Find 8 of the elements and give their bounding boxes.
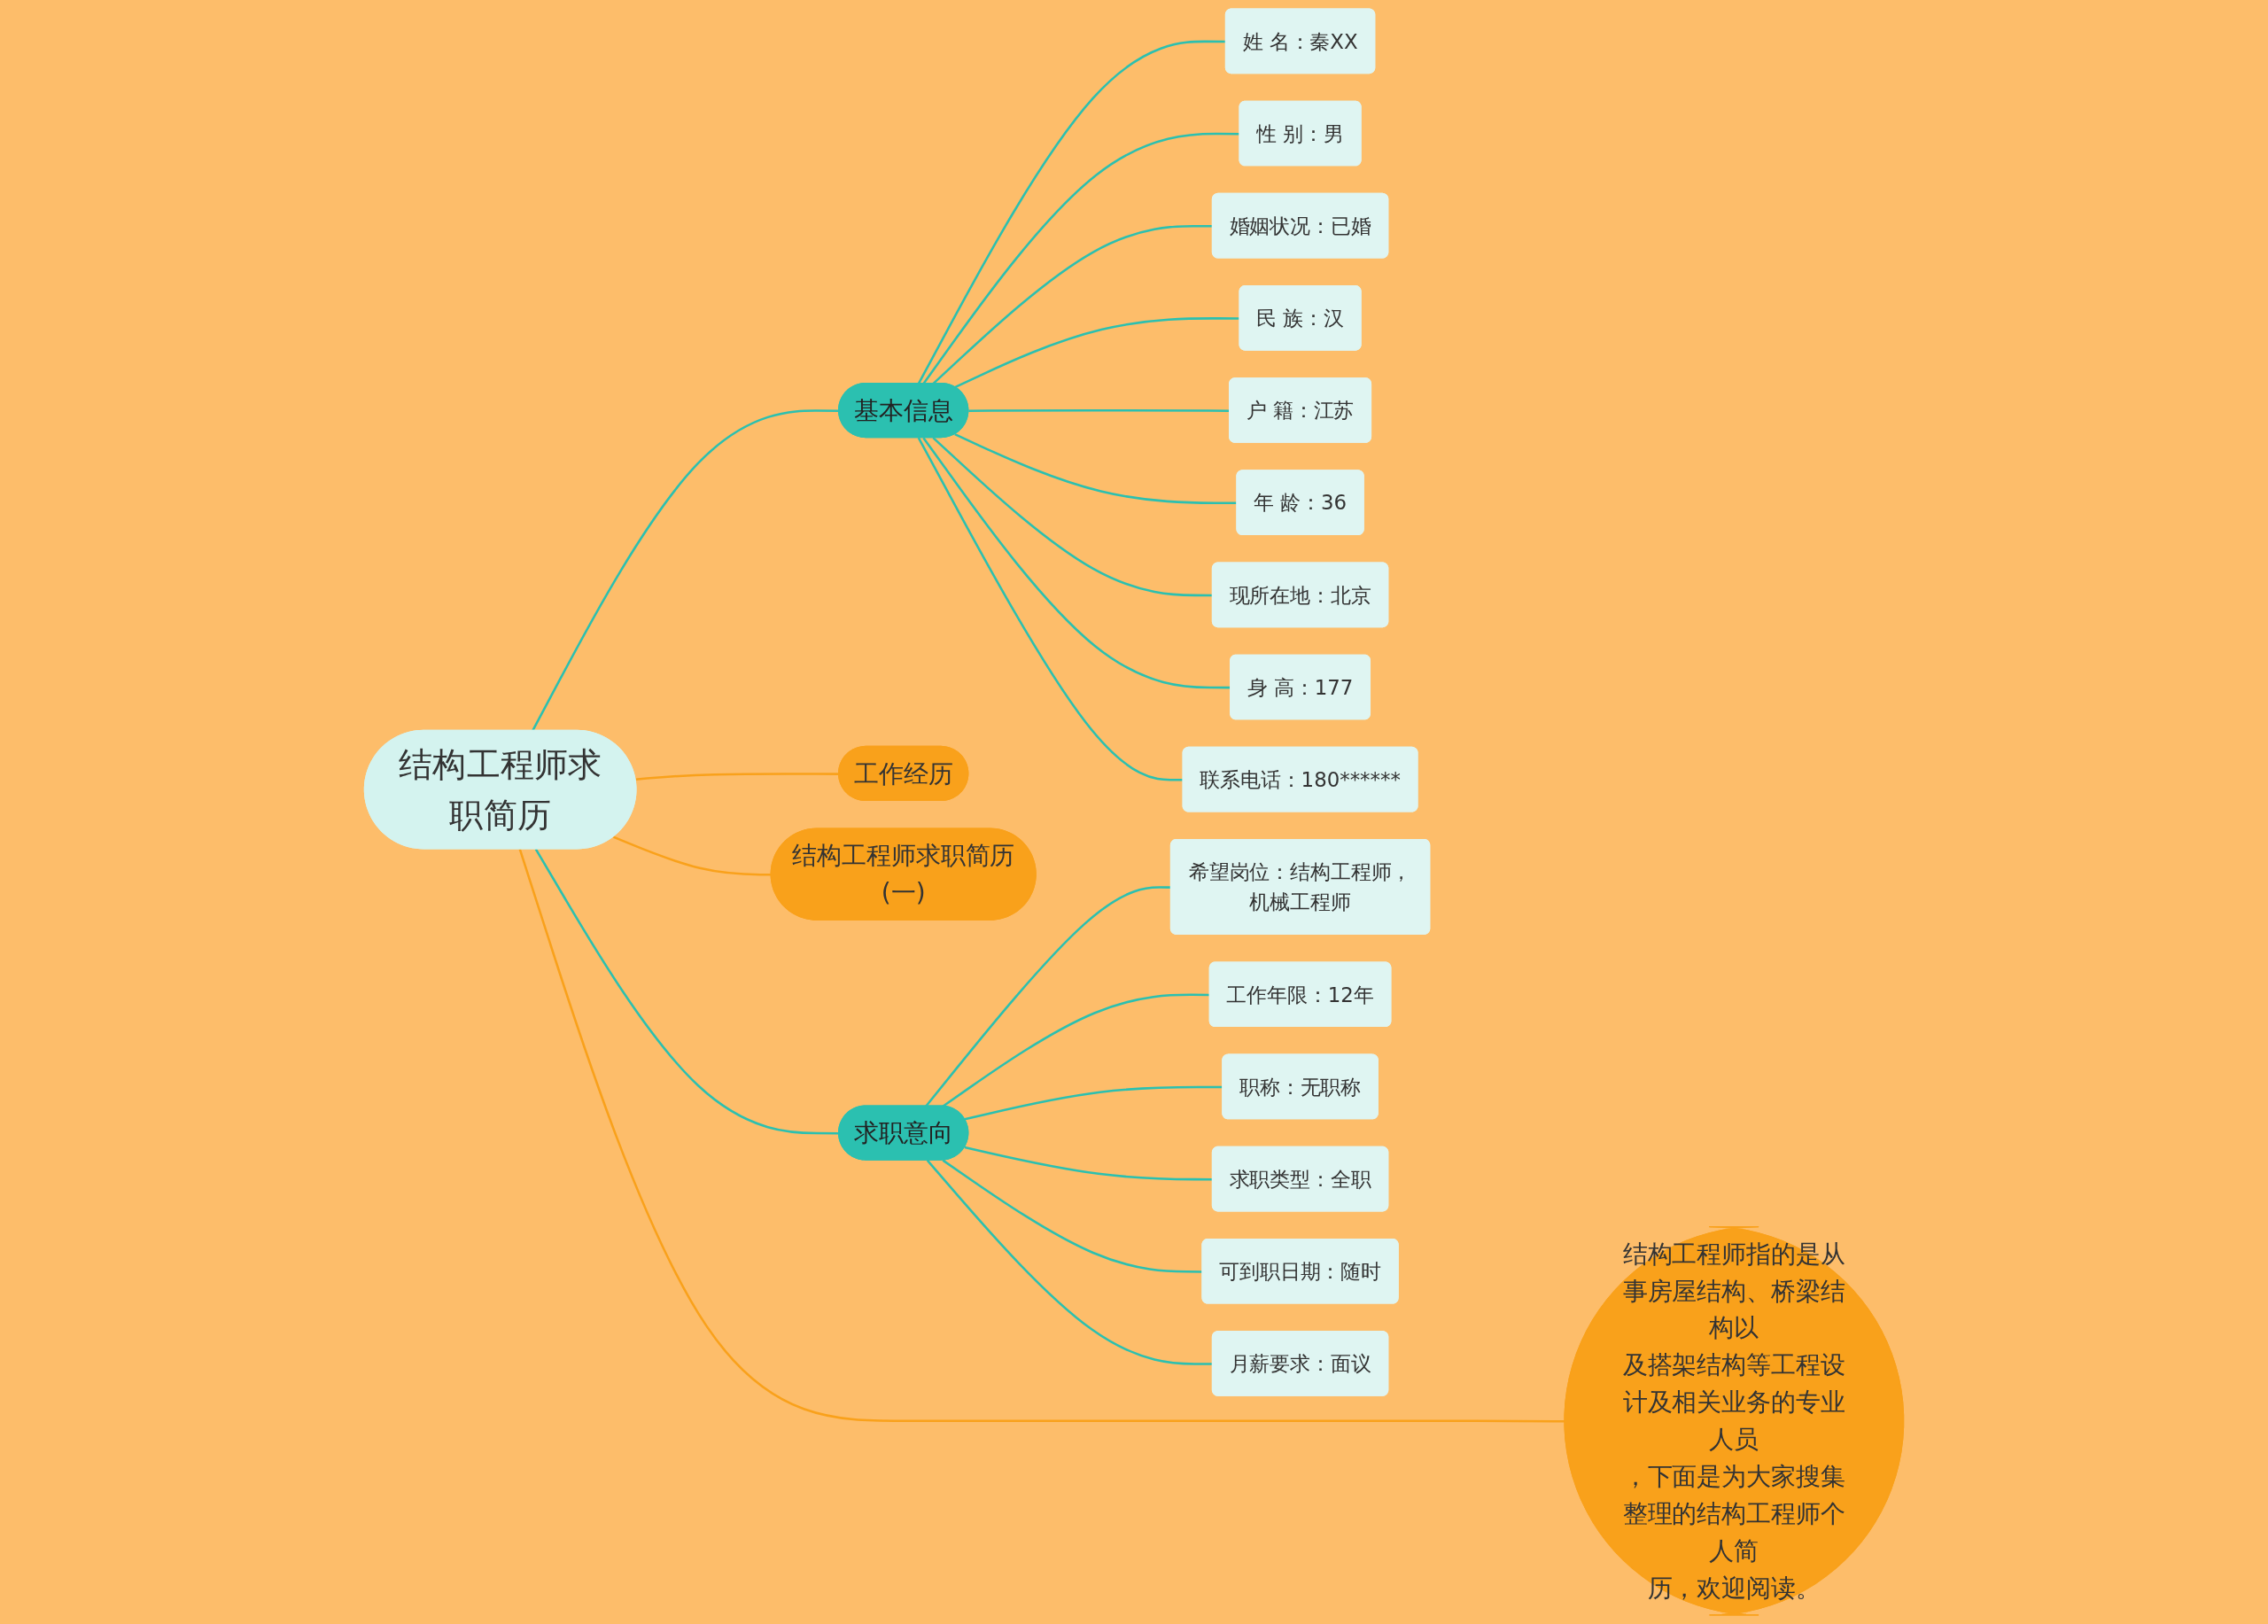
connector — [954, 317, 1240, 389]
connector — [518, 849, 1565, 1423]
connector — [942, 993, 1210, 1107]
connector — [922, 132, 1240, 385]
connector — [917, 437, 1184, 781]
connector — [942, 1159, 1203, 1273]
connector — [954, 433, 1238, 505]
connector — [612, 835, 772, 876]
